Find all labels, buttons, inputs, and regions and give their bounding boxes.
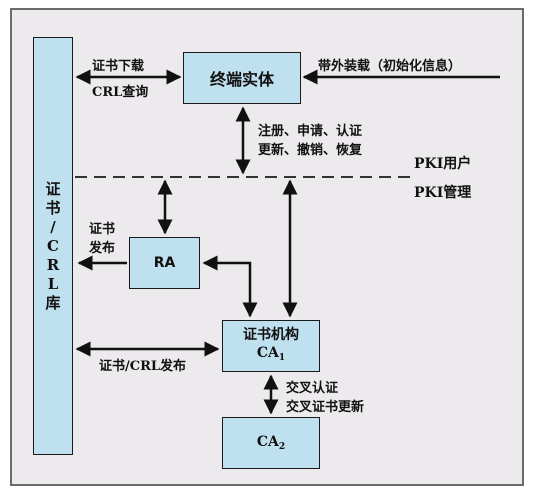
- crl-store-char: 证: [45, 179, 61, 198]
- label-oob-load: 带外装载（初始化信息）: [318, 59, 462, 74]
- ca1-title: 证书机构: [243, 326, 299, 343]
- ra-box: RA: [129, 237, 200, 289]
- crl-store-char: C: [47, 236, 59, 255]
- label-cross-cert-1: 交叉认证: [286, 381, 339, 396]
- ca2-name: CA2: [257, 434, 285, 452]
- arrow-ra-ca1: [202, 255, 258, 318]
- label-cross-cert-2: 交叉证书更新: [286, 400, 365, 415]
- ra-label: RA: [153, 255, 176, 271]
- terminal-entity-box: 终端实体: [183, 52, 301, 104]
- ca1-box: 证书机构 CA1: [222, 320, 320, 372]
- ca2-subscript: 2: [278, 442, 286, 452]
- label-ops-line1: 注册、申请、认证: [258, 124, 363, 139]
- label-cert-crl-publish: 证书/CRL发布: [99, 359, 187, 374]
- ca1-subscript: 1: [278, 352, 286, 363]
- crl-store-char: /: [50, 217, 56, 236]
- terminal-entity-label: 终端实体: [209, 70, 274, 89]
- ca1-main: CA: [256, 344, 279, 361]
- label-pki-user: PKI用户: [414, 156, 472, 172]
- label-ops-line2: 更新、撤销、恢复: [258, 143, 363, 158]
- crl-store-char: 书: [45, 198, 61, 217]
- crl-store-char: R: [46, 255, 60, 274]
- ca1-name: CA1: [257, 344, 285, 367]
- ca2-main: CA: [256, 434, 279, 450]
- label-crl-query: CRL查询: [92, 85, 149, 100]
- crl-store-char: L: [47, 274, 59, 293]
- label-cert-publish-2: 发布: [89, 241, 116, 256]
- ca2-box: CA2: [222, 417, 320, 469]
- label-cert-publish-1: 证书: [89, 222, 116, 237]
- cert-crl-store-box: 证 书 / C R L 库: [33, 37, 73, 455]
- label-cert-download: 证书下载: [92, 59, 145, 74]
- crl-store-char: 库: [45, 293, 61, 312]
- label-pki-mgmt: PKI管理: [414, 185, 472, 201]
